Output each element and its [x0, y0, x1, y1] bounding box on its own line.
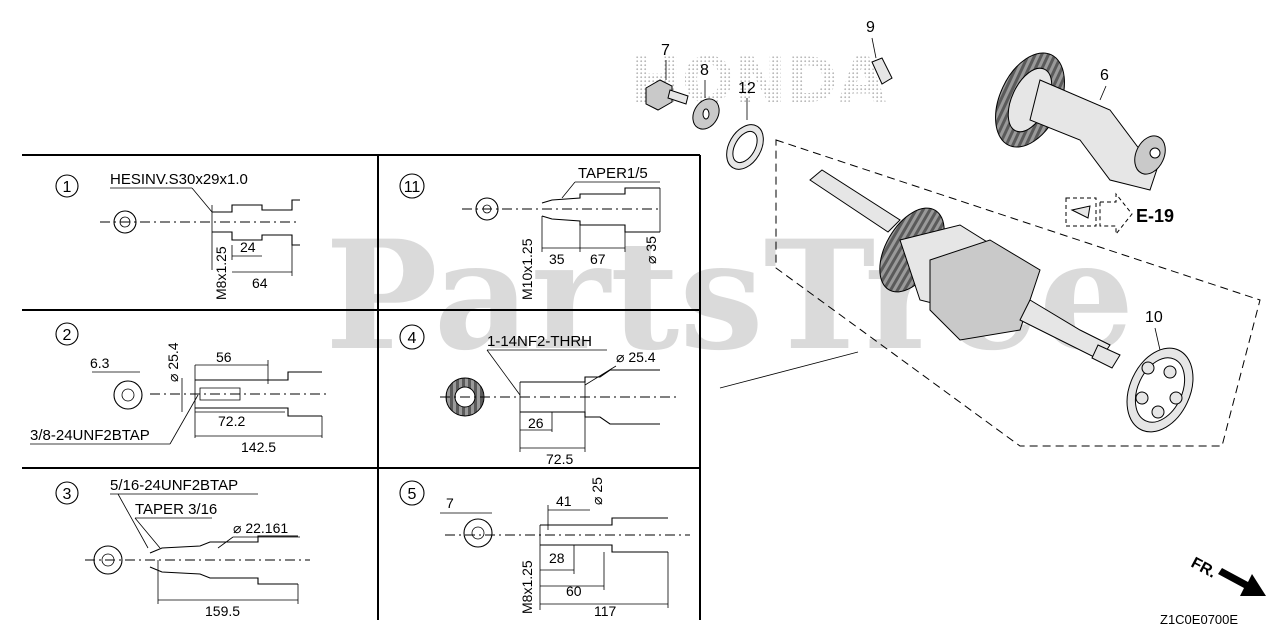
variant-3-number-badge [55, 481, 79, 505]
variant-11-dim-67: 67 [590, 251, 606, 267]
variant-5-dim-28: 28 [549, 550, 565, 566]
variant-4-dim-72-5: 72.5 [546, 451, 573, 467]
part-6-governor-assembly[interactable]: 6 [982, 42, 1171, 191]
callout-6: 6 [1100, 67, 1109, 84]
part-12-oil-seal[interactable]: 12 [719, 80, 771, 176]
front-direction-marker: FR. [1188, 555, 1266, 596]
variant-3-taper: TAPER 3/16 [135, 501, 217, 518]
callout-8: 8 [700, 62, 709, 79]
variant-table [22, 154, 701, 620]
variant-2-dim-56: 56 [216, 349, 232, 365]
variant-5-dim-41: 41 [556, 493, 572, 509]
variant-3-shaft-profile [149, 535, 298, 585]
variant-4-number: 4 [408, 330, 417, 347]
reference-e19[interactable]: E-19 [1065, 192, 1174, 236]
variant-5-thread: M8x1.25 [519, 560, 535, 614]
variant-2-number-badge [55, 322, 79, 346]
part-10-bearing[interactable]: 10 [1114, 309, 1206, 443]
variant-3-tap: 5/16-24UNF2BTAP [110, 477, 238, 494]
variant-5-number-badge [399, 480, 425, 506]
variant-4: 4 1-14NF2-THRH ⌀ 25.4 26 72.5 [399, 324, 680, 467]
variant-5-dim-117: 117 [594, 603, 617, 619]
variant-3-number: 3 [63, 486, 72, 503]
variant-2: 2 6.3 ⌀ 25.4 56 72.2 142.5 3/8-24UNF2BTA… [30, 322, 330, 455]
variant-2-dim-72-2: 72.2 [218, 413, 245, 429]
variant-2-dim-142-5: 142.5 [241, 439, 276, 455]
honda-watermark: HONDA [630, 44, 886, 117]
variant-5: 5 7 41 ⌀ 25 28 60 117 M8x1.25 [399, 477, 690, 619]
variant-5-dia: ⌀ 25 [589, 477, 605, 505]
variant-2-dia: ⌀ 25.4 [165, 342, 181, 382]
variant-2-shaft-profile [195, 371, 322, 417]
variant-5-end-view [463, 518, 493, 548]
variant-4-dim-26: 26 [528, 415, 544, 431]
variant-1: 1 HESINV.S30x29x1.0 24 64 M8x1.25 [55, 171, 300, 300]
crankshaft[interactable] [809, 169, 1121, 369]
front-label: FR. [1188, 555, 1219, 582]
variant-3-dia: ⌀ 22.161 [233, 520, 288, 536]
variant-2-number: 2 [63, 327, 72, 344]
callout-12: 12 [738, 80, 756, 97]
variant-3: 3 5/16-24UNF2BTAP TAPER 3/16 ⌀ 22.161 15… [55, 477, 310, 619]
variant-4-number-badge [399, 324, 425, 350]
variant-1-thread: M8x1.25 [213, 246, 229, 300]
variant-2-end-view [113, 380, 143, 410]
callout-10: 10 [1145, 309, 1163, 326]
exploded-frame [775, 139, 1261, 447]
variant-1-dim-64: 64 [252, 275, 268, 291]
variant-3-dim-159-5: 159.5 [205, 603, 240, 619]
callout-9: 9 [866, 19, 875, 36]
front-arrow-icon [1218, 568, 1266, 596]
variant-1-spec-label: HESINV.S30x29x1.0 [110, 171, 248, 188]
variant-2-key-width: 6.3 [90, 355, 110, 371]
reference-arrow [1099, 192, 1133, 236]
variant-5-shaft-profile [540, 517, 668, 553]
callout-7: 7 [661, 42, 670, 59]
variant-11-spec-label: TAPER1/5 [578, 165, 648, 182]
variant-2-tap: 3/8-24UNF2BTAP [30, 427, 150, 444]
variant-11-thread: M10x1.25 [519, 238, 535, 300]
part-9-key[interactable]: 9 [866, 19, 893, 85]
variant-11-number: 11 [404, 179, 421, 196]
variant-4-thread: 1-14NF2-THRH [487, 333, 592, 350]
variant-1-number: 1 [63, 179, 72, 196]
variant-5-key-width: 7 [446, 495, 454, 511]
variant-4-dia: ⌀ 25.4 [616, 349, 656, 365]
variant-5-number: 5 [408, 486, 417, 503]
reference-label: E-19 [1136, 206, 1174, 226]
variant-11-dim-35: 35 [549, 251, 565, 267]
variant-1-number-badge [55, 174, 79, 198]
variant-4-shaft-profile [520, 369, 660, 425]
variant-1-dim-24: 24 [240, 239, 256, 255]
variant-11: 11 TAPER1/5 35 67 ⌀ 35 M10x1.25 [399, 165, 662, 300]
variant-5-dim-60: 60 [566, 583, 582, 599]
part-8-washer[interactable]: 8 [688, 62, 725, 134]
variant-11-dia: ⌀ 35 [643, 236, 659, 264]
variant-1-shaft-profile [212, 199, 300, 246]
image-code: Z1C0E0700E [1160, 612, 1238, 627]
variant-11-number-badge [399, 173, 425, 199]
part-7-bolt[interactable]: 7 [645, 42, 689, 111]
